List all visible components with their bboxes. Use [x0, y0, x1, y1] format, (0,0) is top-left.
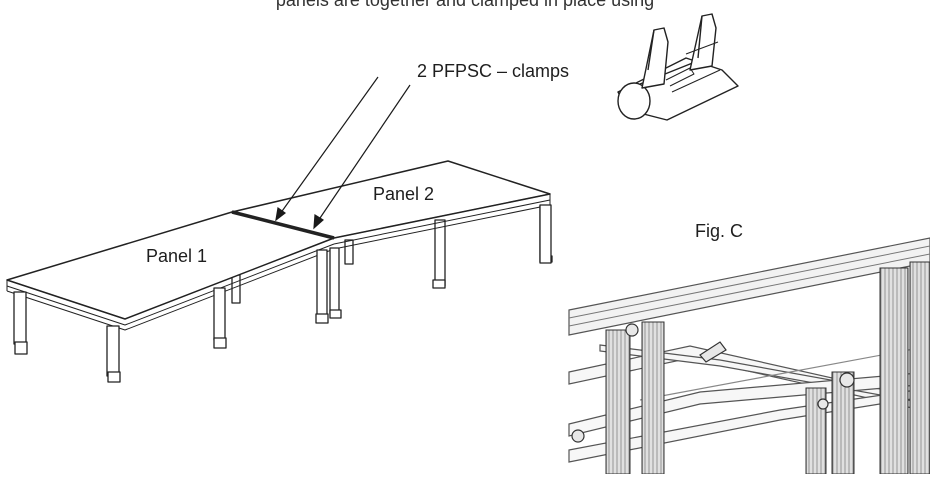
top-caption: panels are together and clamped in place… — [275, 0, 655, 10]
panel-2-label: Panel 2 — [373, 184, 435, 204]
panel-1-label: Panel 1 — [146, 246, 208, 266]
clamp-detail-drawing — [617, 13, 739, 121]
fig-c-render — [568, 237, 930, 475]
table-legs-front — [13, 204, 552, 383]
panel-2-edge — [333, 193, 551, 250]
clamps-label: 2 PFPSC – clamps — [417, 61, 570, 81]
figure-label: Fig. C — [695, 221, 744, 241]
stage-panels-drawing — [6, 160, 553, 383]
panel-1-edge — [6, 237, 335, 331]
clamp-leader-lines — [275, 76, 411, 230]
panel-joint-line — [231, 210, 335, 240]
